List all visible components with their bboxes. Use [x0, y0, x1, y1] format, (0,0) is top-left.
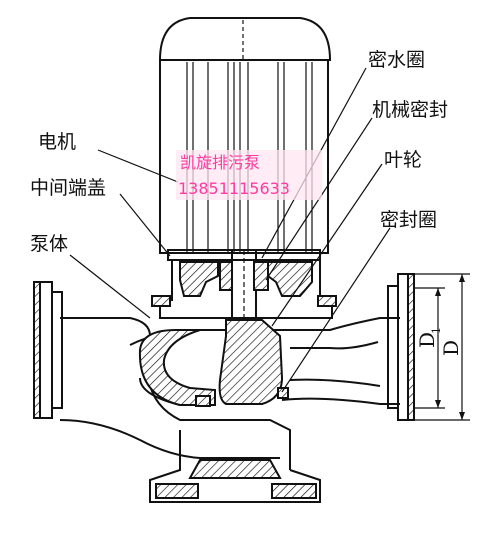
- watermark-phone: 13851115633: [178, 179, 290, 198]
- seal-ring-label: 密封圈: [380, 209, 437, 231]
- middle-end-cover: [151, 260, 337, 319]
- pump-body-label: 泵体: [30, 233, 68, 255]
- watermark-name: 凯旋排污泵: [180, 153, 260, 172]
- pump-body: [59, 317, 400, 503]
- outlet-flange: [387, 273, 415, 421]
- outer-diameter-label: D: [439, 340, 463, 356]
- motor-label: 电机: [38, 131, 76, 153]
- mechanical-seal-label: 机械密封: [372, 99, 448, 121]
- motor-housing: [158, 17, 332, 261]
- watermark: 凯旋排污泵 13851115633: [176, 150, 322, 200]
- inner-diameter-subscript: 1: [430, 327, 443, 334]
- inlet-flange: [33, 281, 63, 419]
- middle-end-cover-label: 中间端盖: [30, 177, 106, 199]
- pump-shaft: [219, 249, 269, 323]
- water-seal-ring-label: 密水圈: [368, 49, 425, 71]
- diameter-dimensions: D 1 D: [414, 273, 470, 421]
- inner-diameter-label: D: [415, 332, 439, 348]
- impeller-label: 叶轮: [384, 149, 422, 171]
